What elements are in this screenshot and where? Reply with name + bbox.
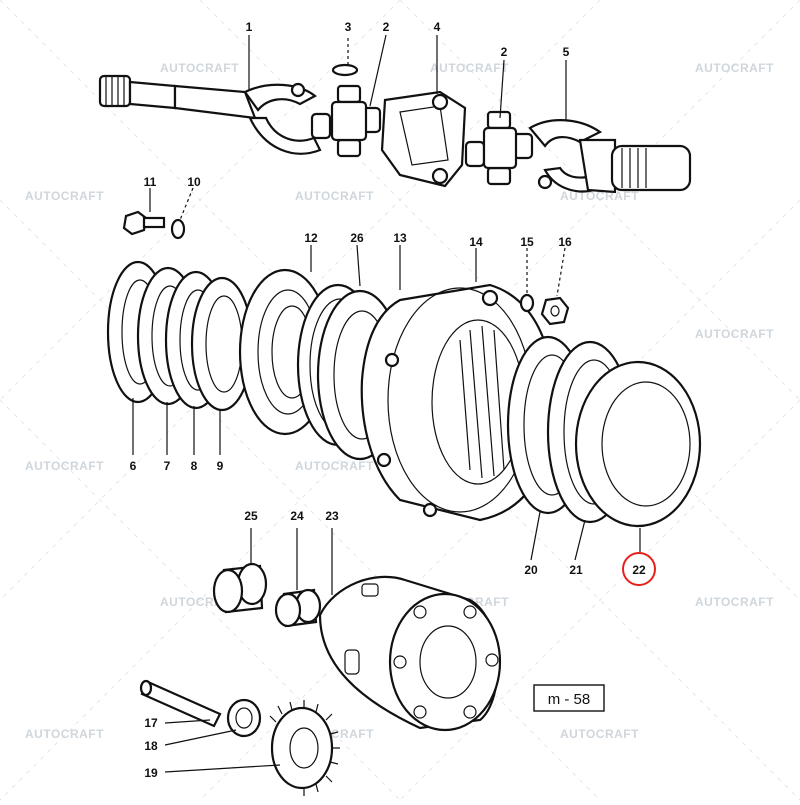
leader-lines [132,34,641,773]
watermark: AUTOCRAFT [695,61,774,75]
watermark: AUTOCRAFT [25,459,104,473]
callout-9: 9 [217,459,224,473]
part-15-washer [519,293,535,313]
callout-5: 5 [563,45,570,59]
callout-22: 22 [632,563,646,577]
watermark: AUTOCRAFT [430,61,509,75]
part-16-nut [540,296,570,326]
part-10-washer [170,218,186,240]
callout-19: 19 [144,766,158,780]
part-25-bushing [212,562,268,614]
callout-12: 12 [304,231,318,245]
callout-20: 20 [524,563,538,577]
watermark: AUTOCRAFT [560,727,639,741]
part-17-pin [139,679,222,728]
sheet-label: m - 58 [548,691,591,708]
highlight-circle [622,552,656,586]
callout-11: 11 [144,175,157,189]
callout-23: 23 [325,509,339,523]
callout-21: 21 [569,563,583,577]
callout-3: 3 [345,20,352,34]
part-3-snap-ring [331,63,359,77]
callout-14: 14 [469,235,483,249]
part-24-bushing [274,588,322,628]
callout-24: 24 [290,509,304,523]
part-22-seal [574,360,702,528]
callout-1: 1 [246,20,253,34]
callout-8: 8 [191,459,198,473]
callout-25: 25 [244,509,258,523]
watermark: AUTOCRAFT [25,727,104,741]
callout-26: 26 [350,231,364,245]
watermark: AUTOCRAFT [295,459,374,473]
callout-16: 16 [558,235,572,249]
part-18-needle-bearing [226,698,262,738]
callout-2-left: 2 [383,20,390,34]
callout-18: 18 [144,739,158,753]
watermark: AUTOCRAFT [160,61,239,75]
callout-15: 15 [520,235,534,249]
watermark: AUTOCRAFT [295,189,374,203]
part-6-9-seal-and-bearing-set [106,260,254,412]
watermark: AUTOCRAFT [25,189,104,203]
part-1-input-shaft-yoke [98,74,322,155]
part-23-differential-carrier [318,575,502,732]
highlighted-callout-22[interactable]: 22 [622,552,656,586]
part-19-planet-gear [269,700,340,796]
callout-7: 7 [164,459,171,473]
callout-2-right: 2 [501,45,508,59]
watermark: AUTOCRAFT [695,595,774,609]
watermark: AUTOCRAFT [695,327,774,341]
callout-13: 13 [393,231,407,245]
part-2-cross-joint-left [310,84,382,158]
part-11-bolt [122,210,166,236]
callout-6: 6 [130,459,137,473]
callout-10: 10 [187,175,201,189]
callout-numbers: 1 3 2 4 2 5 11 10 12 26 13 14 15 16 6 7 … [130,20,583,780]
callout-4: 4 [434,20,441,34]
part-4-center-yoke [380,90,467,188]
callout-17: 17 [144,716,158,730]
sheet-label-box: m - 58 [533,684,605,712]
part-5-output-yoke-shaft [528,119,692,194]
part-2-cross-joint-right [464,110,534,186]
